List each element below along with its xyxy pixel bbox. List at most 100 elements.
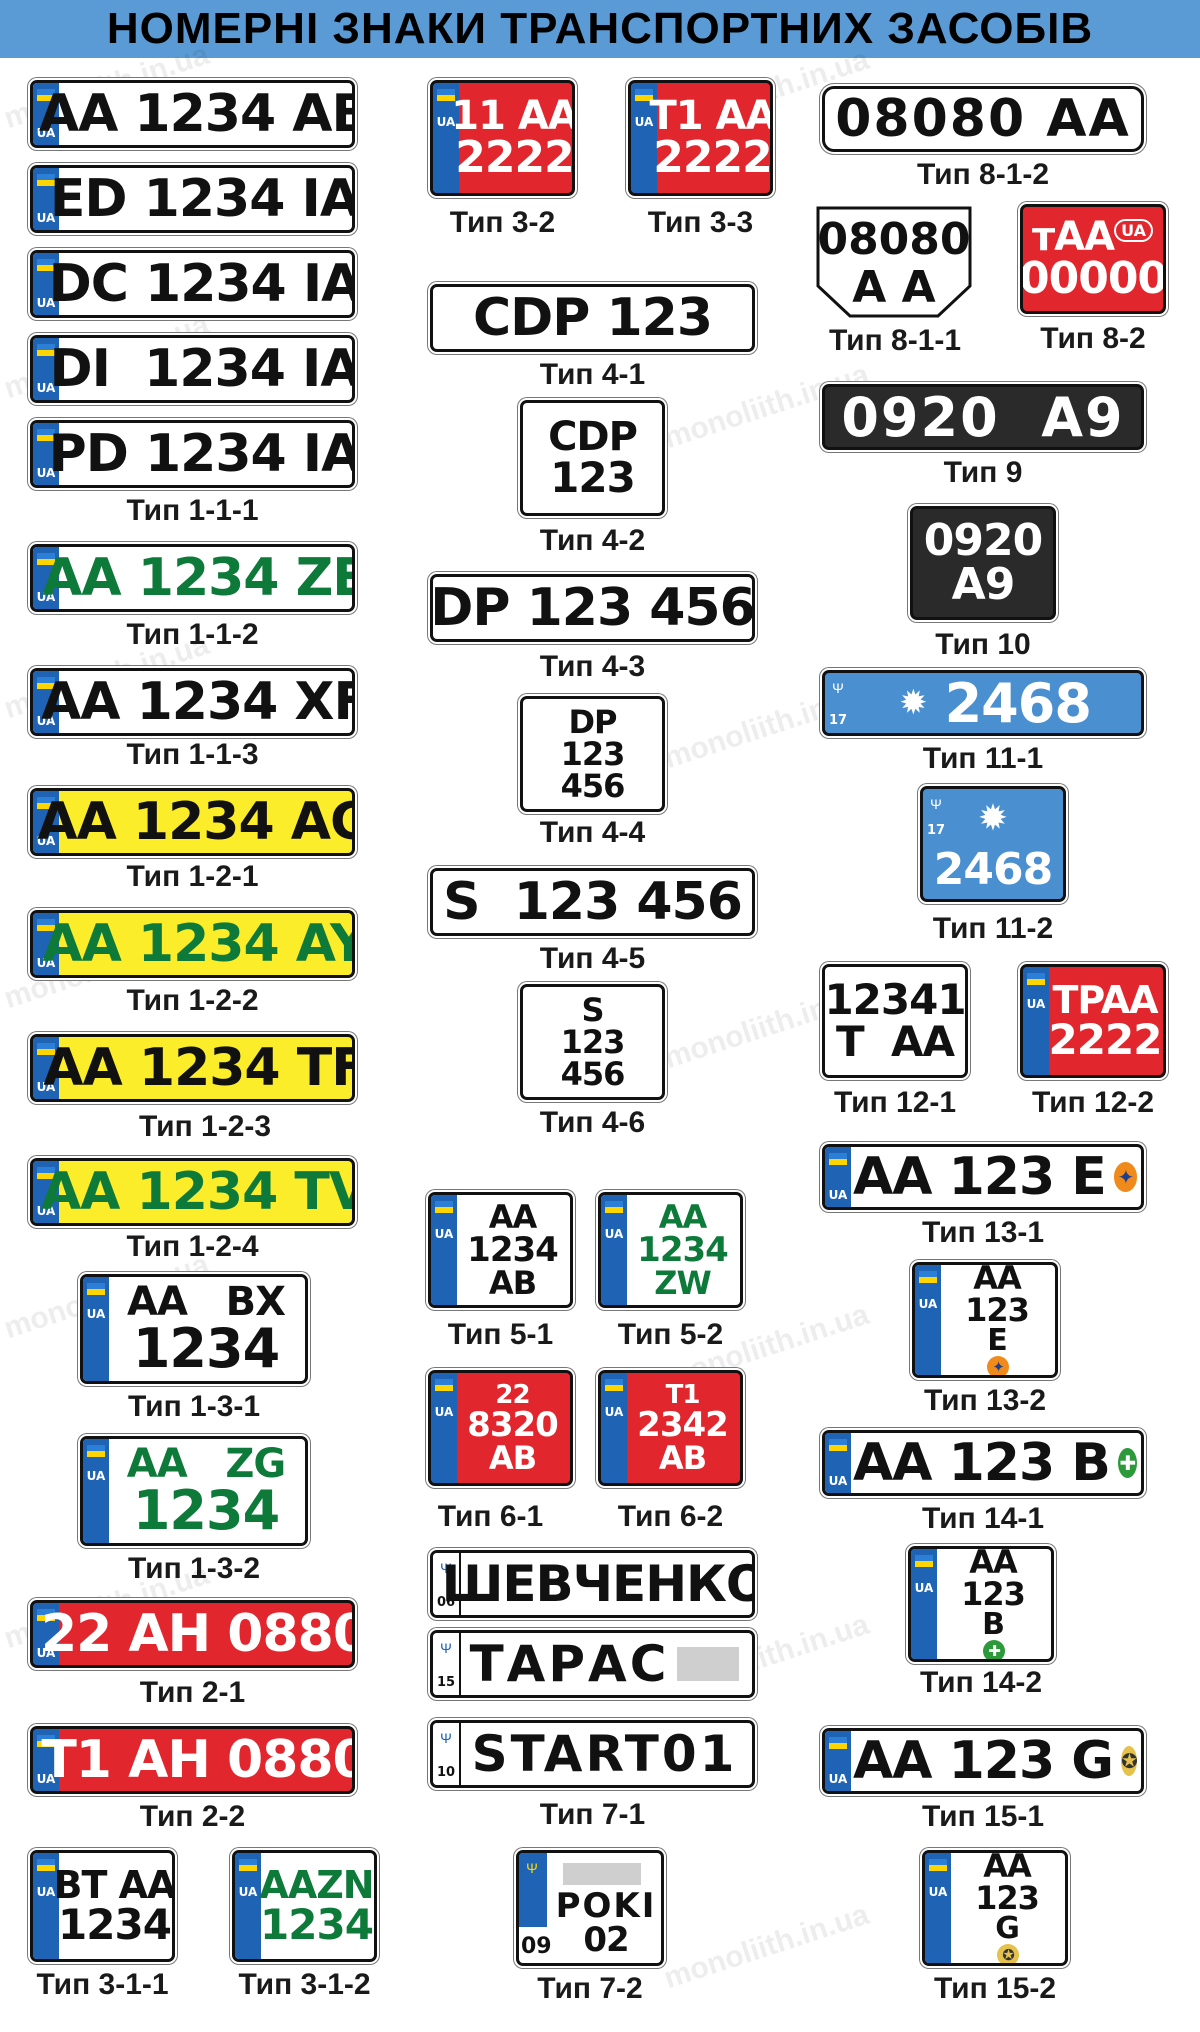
- plate-type-1-1-2: UA AA 1234 ZE: [30, 544, 355, 612]
- ua-flag-strip: UA: [33, 1161, 59, 1223]
- ua-flag-strip: UA: [33, 168, 59, 230]
- caption: Тип 2-2: [139, 1800, 246, 1833]
- ua-flag-strip: UA: [33, 423, 59, 485]
- ua-flag-strip: UA: [915, 1265, 941, 1375]
- plate-type-4-1: CDP 123: [430, 284, 755, 352]
- flag-icon: [87, 1445, 105, 1457]
- plate-type-11-2: Ψ 17 ✹ 2468: [920, 786, 1066, 902]
- caption: Тип 1-3-1: [127, 1390, 261, 1423]
- plate-type-7-1: Ψ 06 ШЕВЧЕНКО: [430, 1550, 755, 1618]
- caption: Тип 4-5: [539, 942, 646, 975]
- flag-icon: [37, 344, 55, 356]
- plate-type-8-1-2: 08080 AA: [822, 86, 1144, 152]
- caption: Тип 4-6: [539, 1106, 646, 1139]
- ua-flag-strip: UA: [1023, 967, 1049, 1075]
- plate-type-10: 0920 A9: [910, 506, 1056, 620]
- plate-type-13-2: UA AA 123 E✦: [912, 1262, 1058, 1378]
- caption: Тип 4-4: [539, 816, 646, 849]
- caption: Тип 8-2: [1040, 322, 1146, 355]
- plate-type-4-6: S 123 456: [520, 984, 665, 1100]
- ua-flag-strip: UA: [925, 1853, 951, 1963]
- trident-strip: Ψ: [519, 1853, 547, 1927]
- ua-flag-strip: UA: [431, 1195, 457, 1305]
- plate-type-6-2: UA T1 2342 AB: [598, 1370, 743, 1486]
- border-guard-emblem-icon: ✚: [1117, 1448, 1137, 1478]
- flag-icon: [37, 174, 55, 186]
- ua-flag-strip: UA: [33, 791, 59, 853]
- plate-type-5-1: UA AA 1234 AB: [428, 1192, 573, 1308]
- caption: Тип 5-2: [617, 1318, 724, 1351]
- ua-flag-strip: UA: [33, 1603, 59, 1665]
- ua-flag-strip: UA: [601, 1195, 627, 1305]
- plate-type-1-2-2: UA AA 1234 AY: [30, 910, 355, 978]
- national-guard-emblem-icon: ✪: [1120, 1746, 1138, 1776]
- caption: Тип 6-2: [617, 1500, 724, 1533]
- plate-type-7-1: Ψ 10 START01: [430, 1720, 755, 1788]
- plate-line: 08080: [817, 214, 970, 265]
- flag-icon: [37, 429, 55, 441]
- plate-type-4-5: S 123 456: [430, 868, 755, 936]
- caption: Тип 1-2-3: [138, 1110, 272, 1143]
- plate-type-1-2-1: UA AA 1234 AG: [30, 788, 355, 856]
- trident-icon: Ψ: [440, 1640, 452, 1656]
- plate-type-3-3: UA T1 AA 2222: [628, 80, 773, 196]
- plate-type-1-3-2: UA AA ZG 1234: [80, 1436, 308, 1546]
- caption: Тип 12-1: [833, 1086, 957, 1119]
- flag-icon: [37, 1859, 55, 1871]
- ua-flag-strip: UA: [33, 913, 59, 975]
- caption: Тип 13-1: [921, 1216, 1045, 1249]
- plate-type-1-1-1: UA DC 1234 IA: [30, 250, 355, 318]
- plate-type-15-1: UA AA 123 G✪: [822, 1728, 1144, 1794]
- flag-icon: [1027, 973, 1045, 985]
- plate-type-15-2: UA AA 123 G✪: [922, 1850, 1068, 1966]
- plate-type-1-1-1: UA DI 1234 IA: [30, 335, 355, 403]
- plate-type-14-2: UA AA 123 B✚: [908, 1546, 1054, 1662]
- caption: Тип 3-1-2: [238, 1968, 371, 2001]
- ua-flag-strip: UA: [911, 1549, 937, 1659]
- ua-flag-strip: UA: [825, 1147, 851, 1207]
- caption: Тип 10: [935, 628, 1031, 661]
- trident-strip: Ψ 17: [828, 680, 848, 728]
- plate-type-7-1: Ψ 15 ТАРАС: [430, 1630, 755, 1698]
- caption: Тип 8-1-1: [828, 324, 962, 357]
- flag-icon: [37, 259, 55, 271]
- plate-type-12-2: UA TPAA 2222: [1020, 964, 1166, 1078]
- plate-type-2-2: UA T1 AH 0880: [30, 1726, 355, 1794]
- trident-icon: Ψ: [440, 1560, 452, 1576]
- trident-strip: Ψ 06: [433, 1553, 461, 1615]
- caption: Тип 11-2: [932, 912, 1054, 945]
- ua-flag-strip: UA: [33, 338, 59, 400]
- flag-icon: [605, 1379, 623, 1391]
- plate-type-1-1-3: UA AA 1234 XF: [30, 668, 355, 736]
- caption: Тип 15-2: [933, 1972, 1057, 2005]
- plate-type-5-2: UA AA 1234 ZW: [598, 1192, 743, 1308]
- plate-type-3-1-1: UA BT AA 1234: [30, 1850, 175, 1962]
- plate-type-1-1-1: UA AA 1234 AB: [30, 80, 355, 148]
- page-title: НОМЕРНІ ЗНАКИ ТРАНСПОРТНИХ ЗАСОБІВ: [0, 0, 1200, 58]
- caption: Тип 14-2: [919, 1666, 1043, 1699]
- flag-icon: [829, 1737, 847, 1749]
- ua-flag-strip: UA: [33, 1853, 59, 1959]
- plate-line: A A: [852, 262, 935, 313]
- caption: Тип 1-2-1: [126, 860, 259, 893]
- plate-type-1-2-3: UA AA 1234 TF: [30, 1034, 355, 1102]
- trident-icon: Ψ: [832, 680, 844, 696]
- plate-type-4-4: DP 123 456: [520, 696, 665, 812]
- ua-flag-strip: UA: [33, 1037, 59, 1099]
- flag-icon: [37, 1043, 55, 1055]
- flag-icon: [37, 1735, 55, 1747]
- ua-flag-strip: UA: [33, 547, 59, 609]
- plate-type-1-3-1: UA AA BX 1234: [80, 1274, 308, 1384]
- flag-icon: [239, 1859, 257, 1871]
- ua-flag-strip: UA: [33, 83, 59, 145]
- rescue-emblem-icon: ✦: [987, 1356, 1009, 1375]
- ua-flag-strip: UA: [83, 1439, 109, 1543]
- flag-icon: [37, 797, 55, 809]
- national-guard-emblem-icon: ✪: [997, 1944, 1019, 1963]
- caption: Тип 15-1: [921, 1800, 1045, 1833]
- trident-icon: Ψ: [440, 1730, 452, 1746]
- police-star-icon: ✹: [899, 683, 927, 723]
- caption: Тип 1-3-2: [127, 1552, 261, 1585]
- plate-type-8-2: UA тAA 00000: [1020, 204, 1166, 314]
- caption: Тип 9: [943, 456, 1023, 489]
